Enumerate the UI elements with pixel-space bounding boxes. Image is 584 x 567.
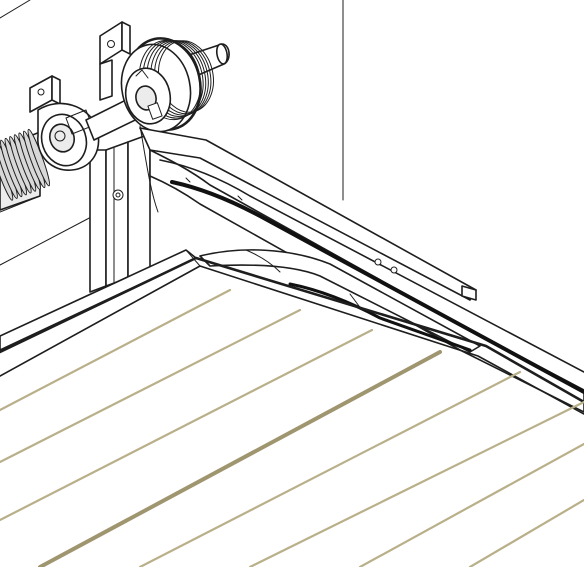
curved-track-radius [199, 249, 481, 353]
end-bearing-bracket-icon [29, 75, 100, 171]
panel-groove-line [248, 400, 584, 567]
panel-grooves [0, 288, 584, 567]
panel-groove-line [0, 328, 374, 522]
door-panel-icon [0, 249, 584, 415]
drum-bracket [99, 21, 131, 101]
panel-groove-line [0, 308, 302, 464]
panel-groove-line [468, 498, 584, 567]
guide-track-icon [139, 127, 584, 413]
door-frame-jamb [89, 133, 151, 293]
cable-drum-icon [120, 37, 214, 133]
panel-groove-line [38, 350, 442, 567]
torsion-spring-icon [0, 128, 51, 211]
panel-groove-line [0, 288, 232, 412]
lift-cable [139, 125, 159, 213]
panel-groove-line [358, 442, 584, 567]
panel-groove-line [138, 370, 522, 567]
